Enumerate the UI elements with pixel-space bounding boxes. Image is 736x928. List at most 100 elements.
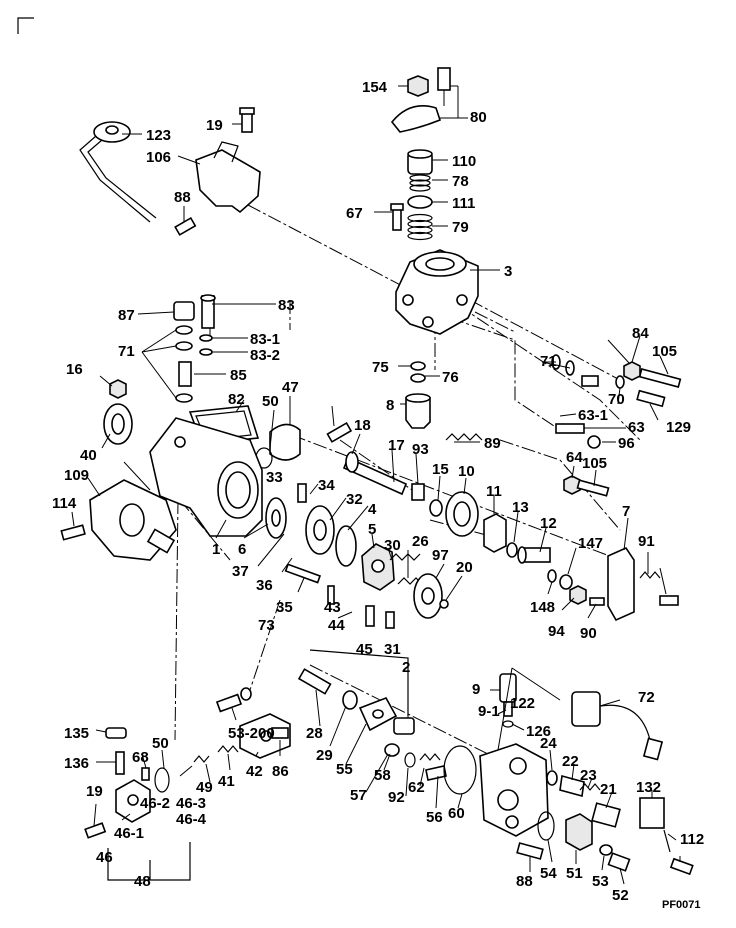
part-label: 9: [472, 681, 480, 698]
part-54-oring: [537, 811, 555, 841]
part-label: 7: [622, 503, 630, 520]
part-13-washer: [506, 542, 518, 558]
part-label: 90: [580, 625, 597, 642]
part-80-bracket: [390, 67, 451, 133]
part-46-1-body: [115, 779, 151, 823]
part-label: 20: [456, 559, 473, 576]
diagram-code: PF0071: [662, 899, 701, 911]
part-label: 63: [628, 419, 645, 436]
part-86-bolt: [215, 687, 252, 713]
part-label: 49: [196, 779, 213, 796]
part-44-pin: [365, 605, 375, 627]
part-97-ball: [439, 599, 449, 609]
part-46-2-oring: [154, 767, 170, 793]
part-70-bolt: [581, 375, 599, 387]
part-93-washer: [411, 483, 425, 501]
part-60-gasket: [443, 745, 477, 795]
part-label: 62: [408, 779, 425, 796]
part-22-valve: [559, 774, 585, 798]
part-label: 92: [388, 789, 405, 806]
part-label: 45: [356, 641, 373, 658]
part-label: 46-3: [176, 795, 206, 812]
part-label: 41: [218, 773, 235, 790]
part-label: 71: [118, 343, 135, 360]
part-label: 135: [64, 725, 89, 742]
part-label: 67: [346, 205, 363, 222]
part-90-spring: [639, 571, 661, 579]
part-label: 19: [86, 783, 103, 800]
part-42-pin: [271, 727, 289, 739]
part-1-main-housing: [149, 417, 263, 537]
part-label: 86: [272, 763, 289, 780]
part-label: 10: [458, 463, 475, 480]
part-label: 17: [388, 437, 405, 454]
part-114-bolt: [60, 524, 86, 541]
part-147-washer: [547, 569, 557, 583]
part-34-key: [297, 483, 307, 503]
part-7-bracket: [607, 546, 635, 622]
part-label: 63-1: [578, 407, 608, 424]
part-label: 34: [318, 477, 335, 494]
part-label: 12: [540, 515, 557, 532]
part-label: 110: [452, 153, 476, 170]
part-5-cam: [361, 543, 395, 591]
part-label: 44: [328, 617, 345, 634]
part-label: 83: [278, 297, 295, 314]
part-16-nut: [109, 379, 127, 399]
part-106-bracket: [195, 141, 261, 214]
part-label: 50: [262, 393, 279, 410]
part-label: 89: [484, 435, 501, 452]
part-129-screw: [636, 389, 666, 408]
part-label: 111: [452, 195, 475, 212]
part-41-body: [239, 713, 291, 759]
part-3-housing: [395, 249, 479, 335]
part-label: 129: [666, 419, 691, 436]
part-68-pin: [141, 767, 150, 781]
part-label: 154: [362, 79, 388, 96]
part-label: 91: [638, 533, 655, 550]
part-111-seat: [407, 195, 433, 209]
part-label: 43: [324, 599, 341, 616]
part-46-bracket-lines: [107, 842, 191, 881]
part-88-bolt-lower: [516, 842, 544, 860]
part-label: 94: [548, 623, 565, 640]
part-label: 19: [206, 117, 223, 134]
part-75-washer: [410, 361, 426, 371]
part-label: 123: [146, 127, 171, 144]
part-label: 109: [64, 467, 89, 484]
part-label: 54: [540, 865, 557, 882]
part-71-washers: [175, 325, 213, 403]
part-63-screw: [555, 423, 585, 434]
part-label: 6: [238, 541, 246, 558]
part-96-nut: [587, 435, 601, 449]
part-label: 51: [566, 865, 583, 882]
part-label: 53: [592, 873, 609, 890]
part-40-seal: [103, 403, 133, 445]
part-72-solenoid: [571, 691, 664, 761]
leader-lines: [71, 85, 681, 885]
part-29-washer: [342, 690, 358, 710]
part-105-bolt-lower: [576, 479, 610, 497]
part-10-rotor: [445, 491, 479, 537]
part-4-plate: [335, 525, 357, 567]
part-15-washer: [429, 499, 443, 517]
part-label: 18: [354, 417, 371, 434]
part-label: 122: [510, 695, 535, 712]
part-53-washer: [599, 844, 613, 856]
part-47-plate: [269, 423, 301, 461]
part-label: 4: [368, 501, 377, 518]
part-122-head: [479, 743, 549, 837]
part-17-shaft: [342, 451, 408, 496]
part-154-nut: [407, 75, 429, 97]
part-label: 23: [580, 767, 597, 784]
part-label: 96: [618, 435, 635, 452]
part-label: 8: [386, 397, 394, 414]
part-109-sub-pump: [89, 479, 177, 561]
part-58-spring: [384, 743, 400, 757]
part-label: 50: [152, 735, 169, 752]
part-label: 71: [540, 353, 557, 370]
part-label: 46-4: [176, 811, 207, 828]
part-28-bolt: [297, 668, 332, 695]
